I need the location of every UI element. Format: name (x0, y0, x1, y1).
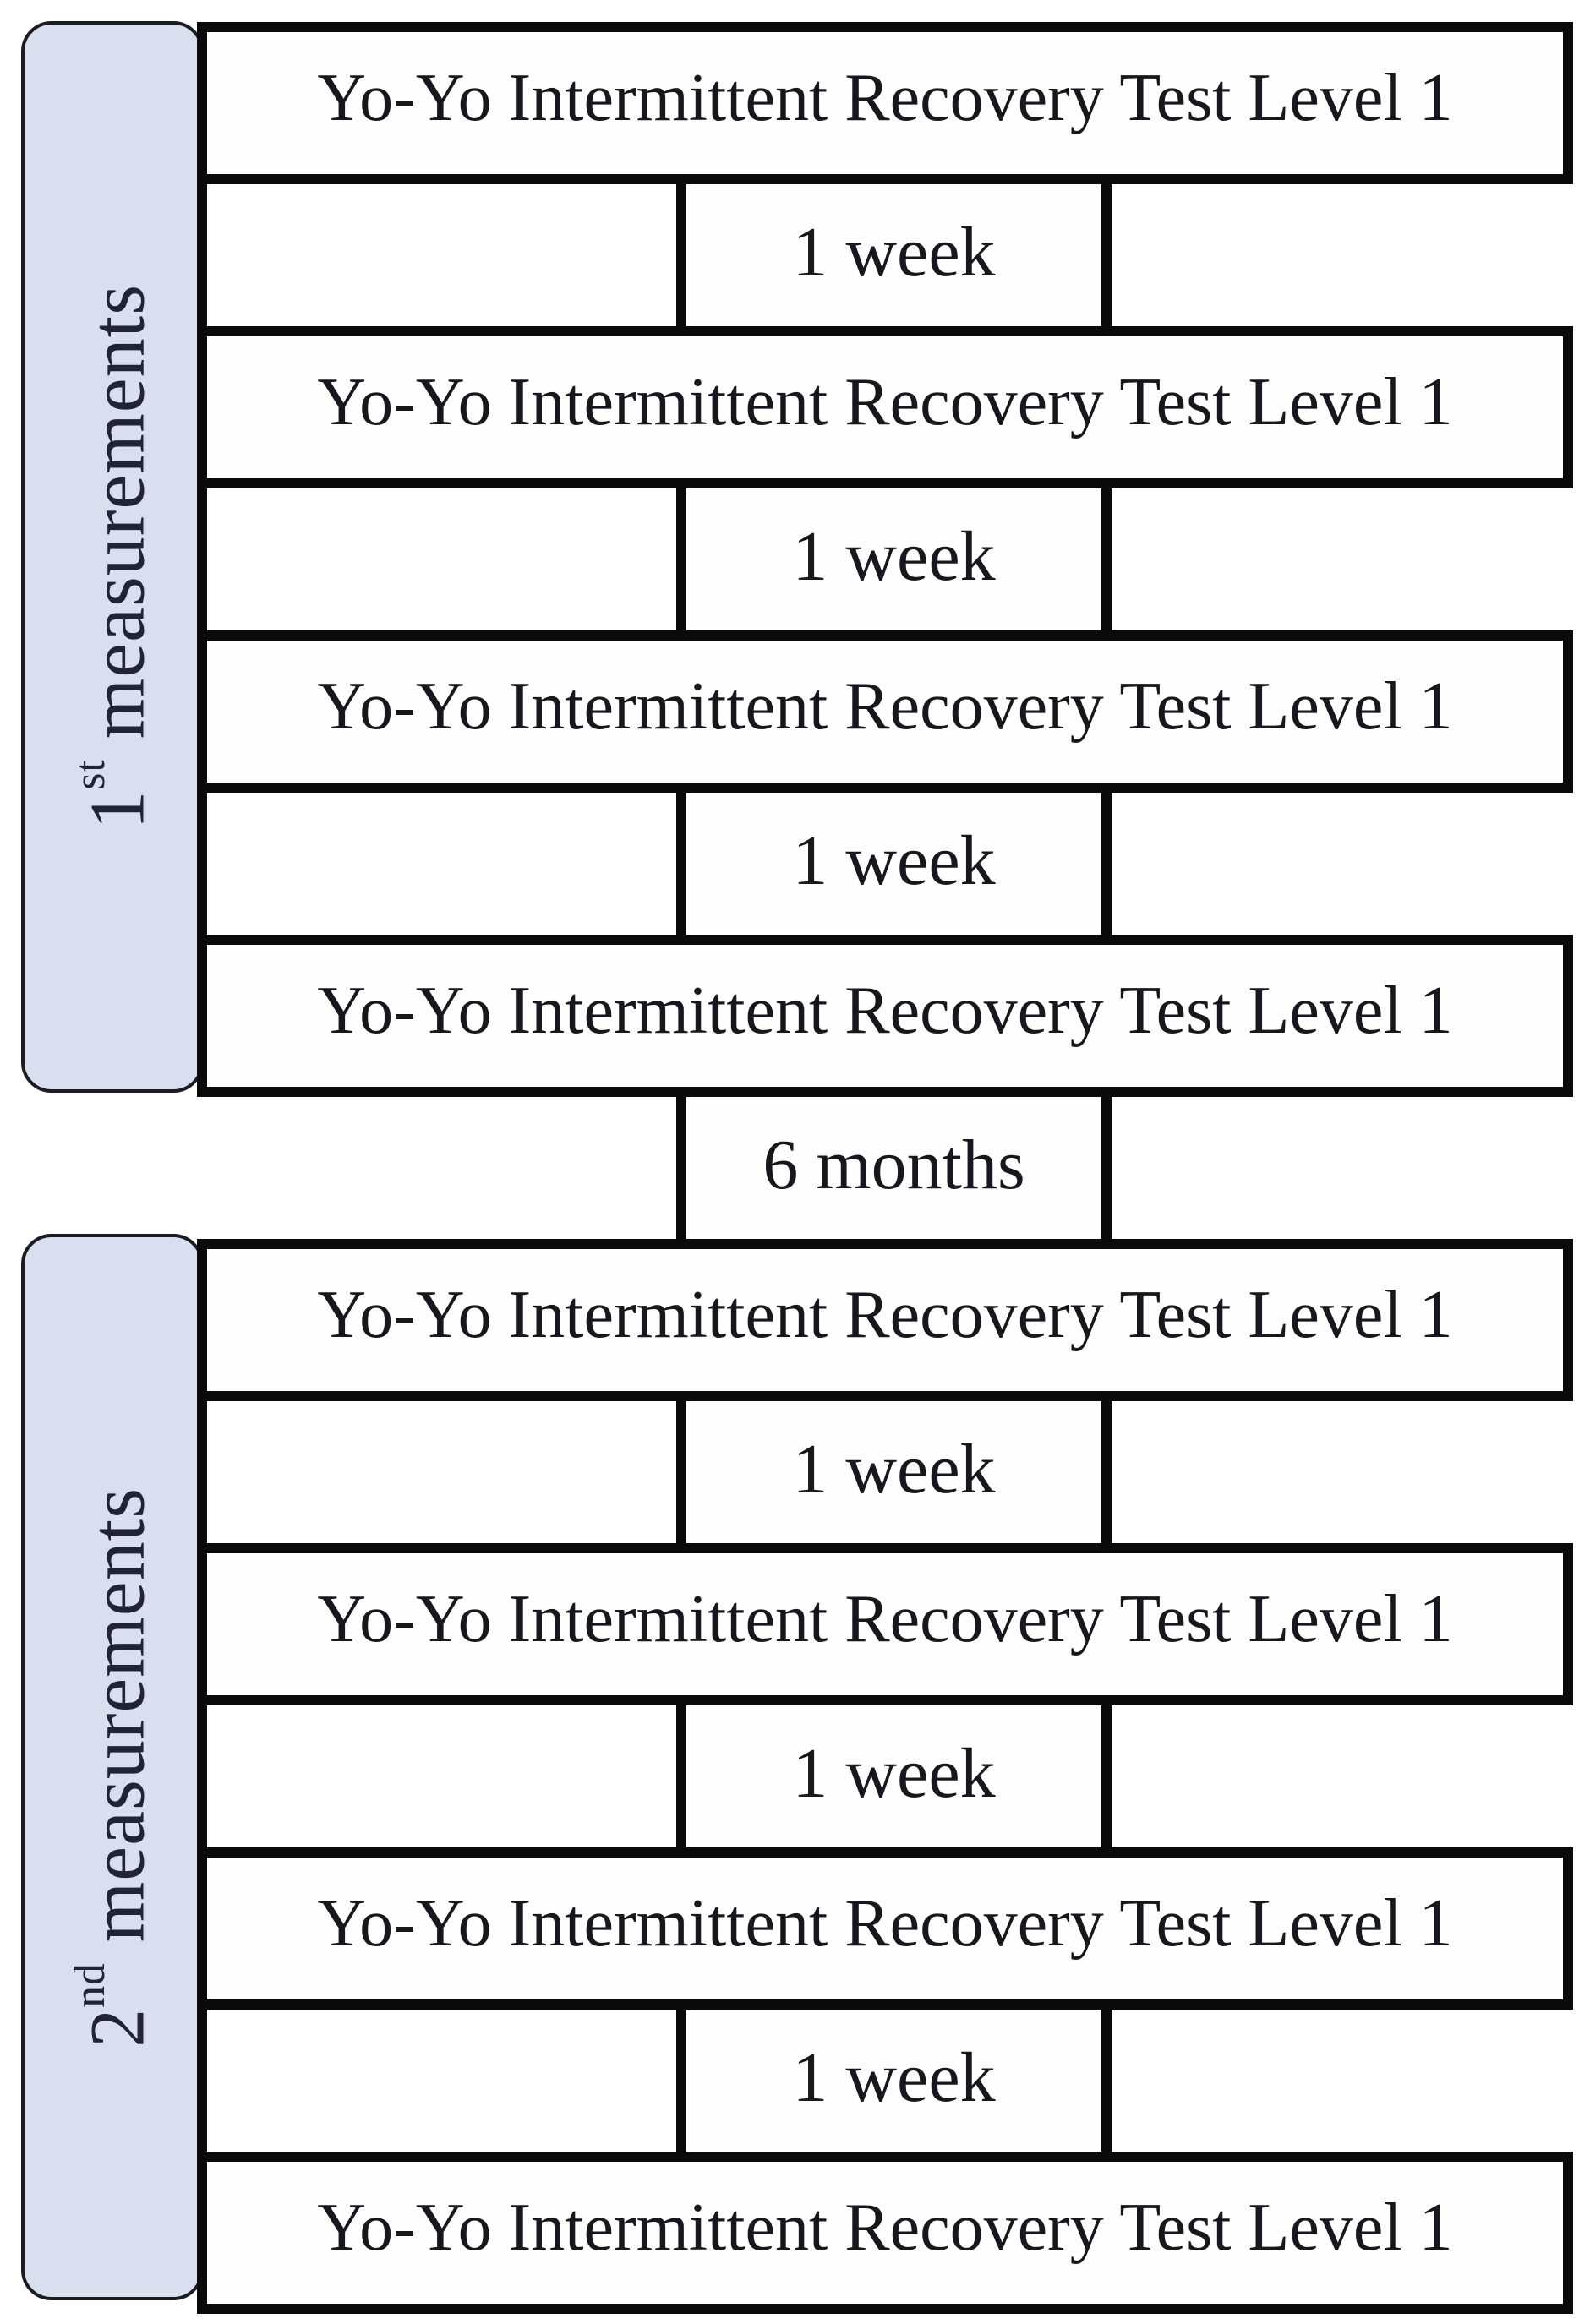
test-box: Yo-Yo Intermittent Recovery Test Level 1 (197, 630, 1573, 793)
interval-row: 1 week (197, 184, 1573, 326)
interval-cell: 1 week (676, 793, 1112, 935)
test-box: Yo-Yo Intermittent Recovery Test Level 1 (197, 22, 1573, 184)
test-box: Yo-Yo Intermittent Recovery Test Level 1 (197, 1239, 1573, 1401)
interval-cell: 1 week (676, 1401, 1112, 1543)
test-box-label: Yo-Yo Intermittent Recovery Test Level 1 (317, 1885, 1453, 1961)
interval-cell: 1 week (676, 488, 1112, 630)
interval-cell: 1 week (676, 184, 1112, 326)
timeline-table: Yo-Yo Intermittent Recovery Test Level 1… (197, 22, 1573, 2314)
interval-cell: 1 week (676, 2010, 1112, 2152)
test-box-label: Yo-Yo Intermittent Recovery Test Level 1 (317, 668, 1453, 744)
ordinal-number: 2 (74, 2007, 161, 2048)
ordinal-suffix: st (66, 759, 115, 790)
ordinal-suffix: nd (66, 1961, 115, 2008)
interval-row: 1 week (197, 488, 1573, 630)
test-box-label: Yo-Yo Intermittent Recovery Test Level 1 (317, 973, 1453, 1048)
second-measurements-sidebar: 2nd measurements (21, 1234, 204, 2300)
interval-row-six-months: 6 months (197, 1097, 1573, 1239)
test-box-label: Yo-Yo Intermittent Recovery Test Level 1 (317, 364, 1453, 439)
test-box: Yo-Yo Intermittent Recovery Test Level 1 (197, 326, 1573, 488)
test-box-label: Yo-Yo Intermittent Recovery Test Level 1 (317, 2190, 1453, 2265)
second-measurements-label: 2nd measurements (66, 1487, 161, 2048)
interval-row: 1 week (197, 1401, 1573, 1543)
first-measurements-label: 1st measurements (66, 284, 161, 830)
label-word: measurements (74, 284, 161, 760)
test-box-label: Yo-Yo Intermittent Recovery Test Level 1 (317, 1581, 1453, 1656)
interval-label: 1 week (792, 212, 996, 292)
test-box: Yo-Yo Intermittent Recovery Test Level 1 (197, 1847, 1573, 2010)
interval-row: 1 week (197, 1705, 1573, 1847)
interval-label: 1 week (792, 2038, 996, 2117)
test-box-label: Yo-Yo Intermittent Recovery Test Level 1 (317, 60, 1453, 135)
label-word: measurements (74, 1487, 161, 1962)
ordinal-number: 1 (74, 789, 161, 830)
interval-label: 1 week (792, 516, 996, 596)
interval-cell: 6 months (676, 1097, 1112, 1239)
test-box-label: Yo-Yo Intermittent Recovery Test Level 1 (317, 1277, 1453, 1352)
test-box: Yo-Yo Intermittent Recovery Test Level 1 (197, 935, 1573, 1097)
interval-cell: 1 week (676, 1705, 1112, 1847)
interval-label: 1 week (792, 1429, 996, 1508)
test-box: Yo-Yo Intermittent Recovery Test Level 1 (197, 1543, 1573, 1705)
interval-label: 1 week (792, 821, 996, 900)
first-measurements-sidebar: 1st measurements (21, 21, 204, 1093)
interval-label: 6 months (762, 1125, 1025, 1204)
interval-row: 1 week (197, 793, 1573, 935)
interval-label: 1 week (792, 1733, 996, 1813)
test-box: Yo-Yo Intermittent Recovery Test Level 1 (197, 2152, 1573, 2314)
interval-row: 1 week (197, 2010, 1573, 2152)
